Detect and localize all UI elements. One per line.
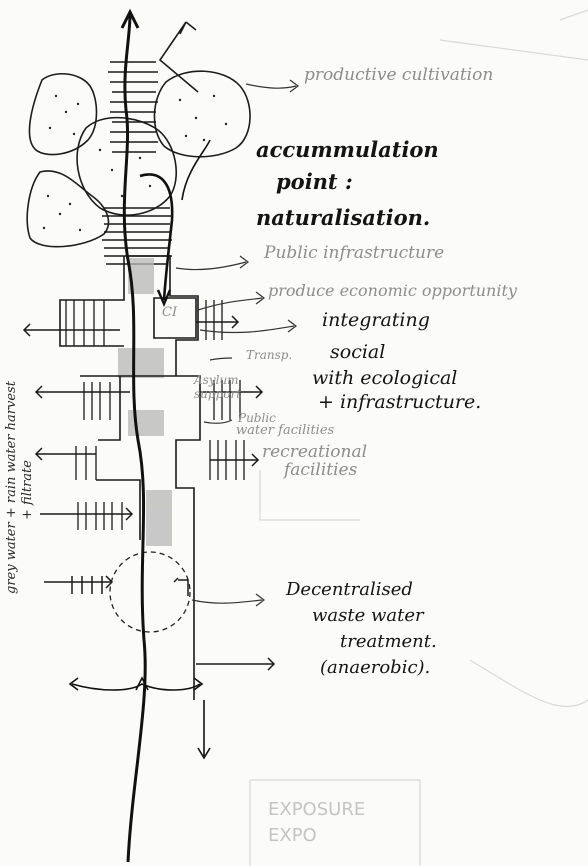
label-support: support [194, 388, 241, 402]
label-naturalisation: naturalisation. [256, 206, 430, 230]
label-recreational-2: facilities [284, 461, 357, 481]
label-integrating-4: + infrastructure. [318, 392, 481, 414]
main-spine [124, 14, 145, 862]
label-vertical-1: grey water + rain water harvest [4, 381, 20, 594]
label-transport: Transp. [246, 349, 292, 363]
label-decentralised-4: (anaerobic). [320, 658, 430, 679]
label-vertical-2: + filtrate [20, 381, 36, 594]
label-public-infrastructure: Public infrastructure [264, 244, 444, 264]
treatment-ticks [72, 576, 188, 596]
label-integrating-1: integrating [322, 310, 430, 332]
canopy-dots [43, 95, 227, 231]
label-integrating-3: with ecological [312, 368, 457, 390]
spine-hatching [102, 62, 172, 264]
label-decentralised-3: treatment. [340, 632, 437, 653]
treatment-circle [110, 552, 190, 632]
label-asylum: Asylum [194, 374, 239, 388]
label-productive-cultivation: productive cultivation [304, 66, 493, 86]
label-integrating-2: social [330, 342, 385, 364]
label-produce-economic: produce economic opportunity [268, 282, 517, 300]
infrastructure-frame [60, 256, 200, 700]
label-public-water-2: water facilities [236, 424, 334, 439]
label-decentralised-2: waste water [312, 606, 424, 627]
label-decentralised-1: Decentralised [286, 580, 413, 601]
label-accumulation: accummulation [256, 138, 439, 162]
label-expo: EXPO [268, 826, 317, 847]
label-vertical-water: grey water + rain water harvest + filtra… [4, 381, 37, 594]
label-point: point : [276, 170, 353, 194]
label-exposure: EXPOSURE [268, 800, 365, 821]
label-ci: CI [162, 306, 177, 321]
